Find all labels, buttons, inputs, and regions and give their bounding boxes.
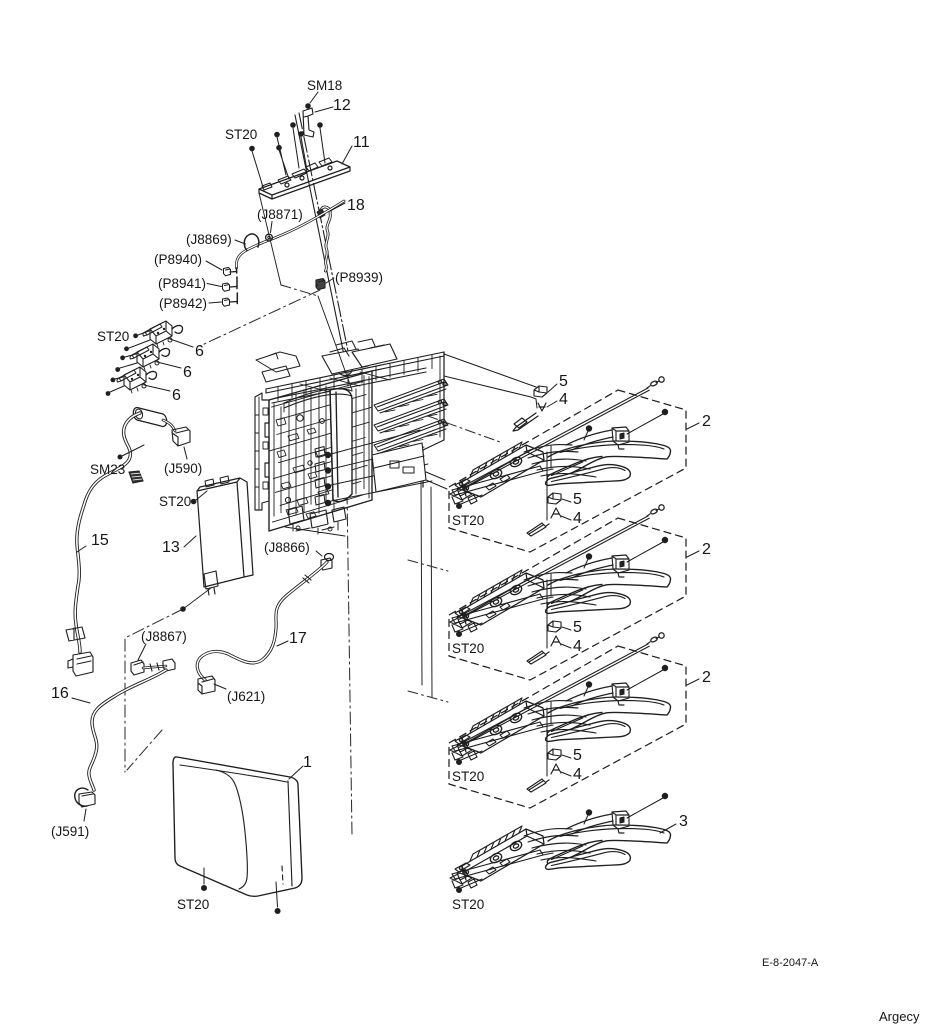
svg-text:(P8941): (P8941) xyxy=(158,276,206,291)
svg-text:4: 4 xyxy=(559,391,568,408)
svg-text:Argecy: Argecy xyxy=(879,1009,920,1024)
svg-text:11: 11 xyxy=(353,134,370,151)
svg-text:SM23: SM23 xyxy=(90,462,125,477)
svg-text:3: 3 xyxy=(679,813,688,830)
svg-text:17: 17 xyxy=(289,630,307,647)
svg-text:(J621): (J621) xyxy=(227,689,265,704)
svg-text:1: 1 xyxy=(303,754,312,771)
svg-text:6: 6 xyxy=(183,364,192,381)
svg-text:SM18: SM18 xyxy=(307,78,342,93)
svg-text:(J8869): (J8869) xyxy=(186,232,232,247)
svg-text:ST20: ST20 xyxy=(159,494,191,509)
svg-text:(J8866): (J8866) xyxy=(264,540,310,555)
svg-text:(J590): (J590) xyxy=(164,461,202,476)
svg-text:(P8939): (P8939) xyxy=(335,270,383,285)
svg-text:6: 6 xyxy=(172,387,181,404)
svg-text:(J8871): (J8871) xyxy=(257,207,303,222)
svg-text:(P8942): (P8942) xyxy=(159,296,207,311)
svg-text:13: 13 xyxy=(162,539,180,556)
svg-text:18: 18 xyxy=(347,197,365,214)
svg-text:E-8-2047-A: E-8-2047-A xyxy=(762,957,819,969)
svg-text:ST20: ST20 xyxy=(177,897,209,912)
svg-text:(J8867): (J8867) xyxy=(141,629,187,644)
svg-text:ST20: ST20 xyxy=(225,127,257,142)
svg-text:(J591): (J591) xyxy=(51,824,89,839)
svg-text:ST20: ST20 xyxy=(97,329,129,344)
svg-text:15: 15 xyxy=(91,532,109,549)
svg-text:5: 5 xyxy=(559,373,568,390)
svg-text:16: 16 xyxy=(51,685,69,702)
svg-text:6: 6 xyxy=(195,343,204,360)
svg-text:12: 12 xyxy=(333,97,351,114)
svg-text:(P8940): (P8940) xyxy=(154,252,202,267)
